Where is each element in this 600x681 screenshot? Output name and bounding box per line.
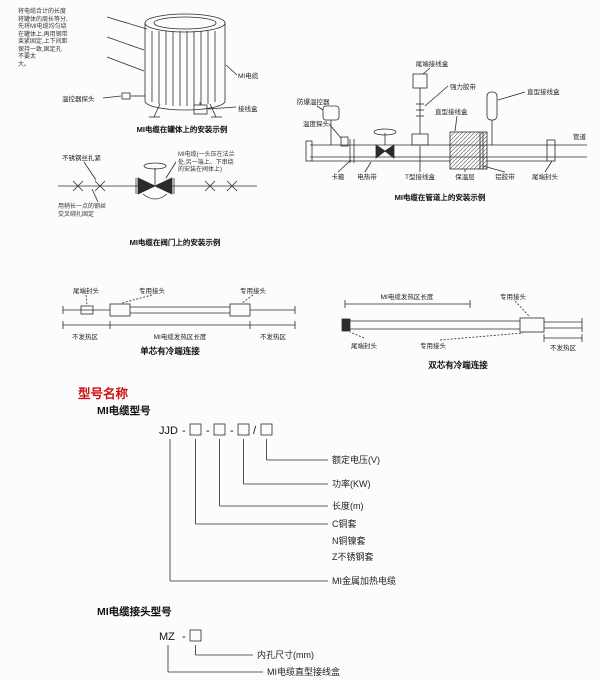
label-end-seal: 尾端封头: [351, 341, 378, 350]
label-exproof-thermostat: 防爆温控器: [297, 97, 330, 106]
tank-caption: MI电缆在罐体上的安装示例: [137, 124, 228, 134]
separator-4: /: [253, 425, 257, 437]
label-straight-box-mid: 直型接线盒: [435, 107, 468, 116]
label-connector-top: 专用接头: [500, 292, 527, 301]
dual-core-connection-diagram: MI电缆发热区长度 专用接头 尾端封头 专用接头 不发热区 双芯有冷端连接: [330, 288, 592, 373]
label-pipe: 管道: [573, 132, 587, 141]
model-designation-section: JJD - - - / MZ - 型号名称 MI电缆型号 额定电压(V) 功率(…: [75, 383, 545, 679]
separator-1: -: [182, 425, 186, 437]
pipe-drawing: 尾端接线盒 强力胶带 直型接线盒 防爆温控器 温度探头 直型接线盒 管道 卡箍 …: [297, 59, 587, 202]
branch-length: 长度(m): [332, 501, 364, 511]
dual-core-drawing: MI电缆发热区长度 专用接头 尾端封头 专用接头 不发热区 双芯有冷端连接: [341, 292, 583, 370]
dual-core-caption: 双芯有冷端连接: [428, 360, 488, 370]
pipe-caption: MI电缆在管道上的安装示例: [395, 192, 486, 202]
label-ss-wire-tie: 不锈钢丝扎紧: [62, 153, 102, 162]
label-mi-cable: MI电缆: [238, 71, 259, 80]
joint-model-heading: MI电缆接头型号: [97, 606, 172, 618]
branch-mi-metal-heating-cable: MI金属加热电缆: [332, 576, 396, 586]
pipe-shapes: [305, 67, 587, 173]
tank-note: 将电缆合计的长度 将罐体的周长等分, 先将MI电缆均匀绕 在罐体上,再用钢带 束…: [18, 9, 68, 68]
pipe-installation-diagram: 尾端接线盒 强力胶带 直型接线盒 防爆温控器 温度探头 直型接线盒 管道 卡箍 …: [295, 48, 600, 210]
label-alu-tape: 铝胶带: [495, 172, 515, 181]
tank-installation-diagram: 温控器探头 MI电缆 接线盒 MI电缆在罐体上的安装示例 将电缆合计的长度 将罐…: [10, 5, 280, 143]
single-core-drawing: 尾端封头 专用接头 专用接头 不发热区 MI电缆发热区长度 不发热区 单芯有冷端…: [62, 286, 296, 356]
label-thermostat-probe: 温控器探头: [62, 94, 95, 103]
label-end-seal: 尾端封头: [532, 172, 559, 181]
branch-copper-sheath: C铜套: [332, 519, 357, 529]
valve-cross-tie-note: 用稍长一点的钢丝 交叉绑扎固定: [58, 204, 107, 218]
valve-drawing: 不锈钢丝扎紧 MI电缆在阀门上的安装示例: [58, 153, 257, 247]
label-connector-bottom: 专用接头: [420, 341, 447, 350]
label-insulation: 保温层: [455, 172, 475, 181]
label-strong-tape: 强力胶带: [450, 82, 477, 91]
label-heating-zone: MI电缆发热区长度: [381, 292, 434, 301]
joint-separator: -: [182, 631, 186, 643]
single-core-connection-diagram: 尾端封头 专用接头 专用接头 不发热区 MI电缆发热区长度 不发热区 单芯有冷端…: [55, 283, 310, 361]
label-heating-cable: 电热带: [357, 172, 377, 181]
model-section-title: 型号名称: [78, 387, 129, 401]
valve-caption: MI电缆在阀门上的安装示例: [130, 237, 221, 247]
branch-cuni-sheath: N铜镍套: [332, 536, 366, 546]
cable-model-heading: MI电缆型号: [97, 405, 151, 417]
dual-core-shapes: [341, 300, 583, 342]
valve-cable-note: MI电缆(一头压在法兰 处,另一端上、下串绕 的安装在阀体上): [178, 152, 235, 173]
separator-2: -: [206, 425, 210, 437]
label-straight-box-top: 直型接线盒: [527, 87, 560, 96]
cable-model-prefix: JJD: [159, 425, 178, 437]
model-lines-drawing: JJD - - - / MZ -: [159, 423, 328, 673]
label-connector-right: 专用接头: [240, 286, 267, 295]
tank-drawing: 温控器探头 MI电缆 接线盒 MI电缆在罐体上的安装示例: [62, 13, 259, 134]
label-temp-probe: 温度探头: [303, 119, 330, 128]
branch-straight-junction-box: MI电缆直型接线盒: [267, 667, 340, 677]
label-end-seal: 尾端封头: [73, 286, 100, 295]
separator-3: -: [230, 425, 234, 437]
single-core-caption: 单芯有冷端连接: [140, 346, 200, 356]
valve-installation-diagram: 不锈钢丝扎紧 MI电缆在阀门上的安装示例 MI电缆(一头压在法兰 处,另一端上、…: [50, 148, 265, 253]
single-core-shapes: [62, 294, 296, 329]
branch-rated-voltage: 额定电压(V): [332, 455, 380, 465]
tank-shapes: [102, 13, 238, 118]
joint-model-prefix: MZ: [159, 631, 175, 643]
branch-power: 功率(KW): [332, 479, 371, 489]
label-heating-zone: MI电缆发热区长度: [154, 332, 207, 341]
valve-shapes: [58, 161, 257, 203]
label-cold-zone: 不发热区: [550, 343, 577, 352]
branch-bore-size: 内孔尺寸(mm): [257, 650, 314, 660]
label-junction-box: 接线盒: [238, 104, 258, 113]
model-connector-lines: [167, 423, 328, 673]
label-cold-zone-left: 不发热区: [72, 332, 99, 341]
label-clamp: 卡箍: [332, 172, 346, 181]
label-cold-zone-right: 不发热区: [260, 332, 287, 341]
label-tail-junction-box: 尾端接线盒: [416, 59, 449, 68]
branch-stainless-sheath: Z不锈钢套: [332, 552, 374, 562]
label-t-junction-box: T型接线盒: [405, 172, 435, 181]
label-connector-left: 专用接头: [139, 286, 166, 295]
